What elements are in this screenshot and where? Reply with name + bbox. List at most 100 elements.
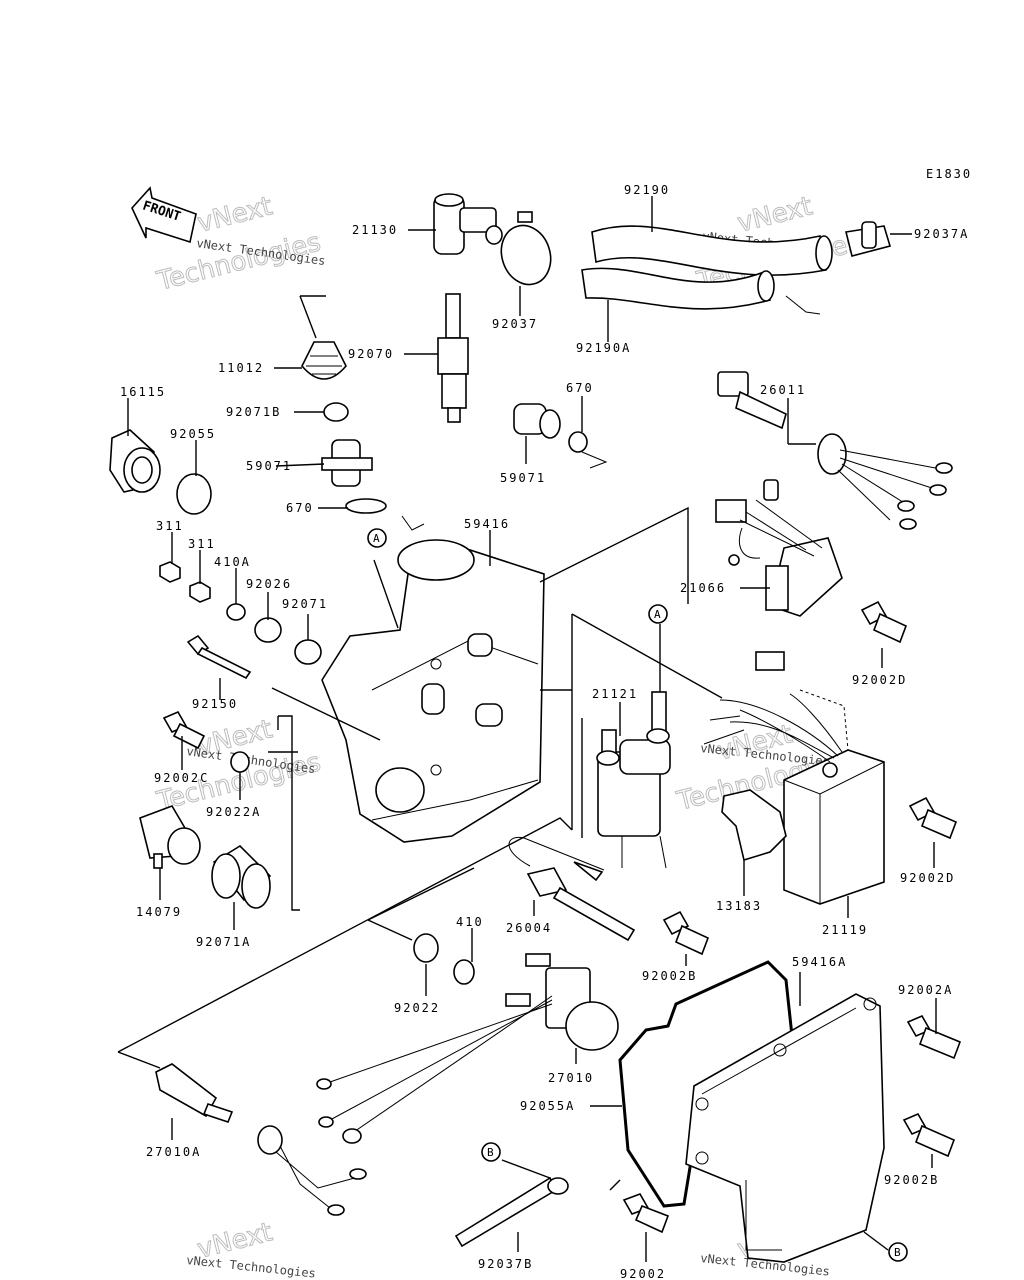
part-label: 92026: [246, 577, 292, 591]
diagram-code: E1830: [926, 167, 972, 181]
washer-410: [453, 959, 475, 985]
part-label: 670: [566, 381, 594, 395]
part-label: 92071: [282, 597, 328, 611]
part-label: 21066: [680, 581, 726, 595]
part-label: 92002B: [884, 1173, 939, 1187]
part-label: 26011: [760, 383, 806, 397]
part-label: 59071: [500, 471, 546, 485]
sender-27010A: [155, 1063, 367, 1216]
svg-text:vNext: vNext: [194, 191, 275, 238]
part-label: 14079: [136, 905, 182, 919]
part-label: 92071B: [226, 405, 281, 419]
part-label: 16115: [120, 385, 166, 399]
part-label: 21130: [352, 223, 398, 237]
part-label: 59071: [246, 459, 292, 473]
part-label: 92071A: [196, 935, 251, 949]
part-label: 92055: [170, 427, 216, 441]
callout-b-right: B: [888, 1242, 908, 1262]
callout-a-left: A: [367, 528, 387, 548]
spark-plug-cap-21130: [433, 193, 503, 255]
washer-410A: [226, 603, 246, 621]
fitting-16115: [109, 429, 161, 493]
bolt-92002: [622, 1193, 670, 1234]
sensor-26004: [508, 836, 636, 942]
cover-14079: [139, 805, 201, 869]
clamp-92037: [500, 211, 552, 286]
callout-a-right: A: [648, 604, 668, 624]
part-label: 92037A: [914, 227, 969, 241]
part-labels: 21130 92037 92190 92190A 92037A 11012 92…: [120, 183, 969, 1280]
fitting-59071-right: [513, 403, 561, 439]
cdi-unit-21119: [703, 651, 885, 905]
sensor-26011: [717, 371, 953, 530]
tie-92037B: [454, 1176, 569, 1248]
cap-92071B: [323, 402, 349, 422]
part-label: 311: [156, 519, 184, 533]
part-label: 13183: [716, 899, 762, 913]
part-label: 11012: [218, 361, 264, 375]
regulator-21066: [715, 479, 843, 617]
o-ring-670-left: [345, 498, 387, 514]
hose-92190A: [581, 267, 775, 310]
bolt-92150: [186, 634, 252, 680]
bolt-92002D-lower: [908, 796, 958, 840]
bolt-92002C: [162, 710, 206, 750]
breather-11012: [301, 341, 347, 380]
bolt-92002B-upper: [662, 910, 710, 956]
clip-92037A: [845, 221, 892, 257]
leader-lines: [127, 196, 937, 1262]
fitting-59071-left: [321, 439, 373, 487]
bolt-92002A: [906, 1014, 962, 1060]
ignition-coil-21121: [596, 691, 671, 869]
part-label: 21121: [592, 687, 638, 701]
spark-plug-92070: [437, 293, 469, 423]
part-label: 92190: [624, 183, 670, 197]
front-arrow-icon: FRONT: [131, 186, 197, 244]
hose-92190: [591, 225, 833, 276]
part-label: 92002D: [900, 871, 955, 885]
svg-text:A: A: [654, 608, 661, 621]
part-label: 59416: [464, 517, 510, 531]
svg-text:B: B: [487, 1146, 494, 1159]
part-label: 92150: [192, 697, 238, 711]
part-label: 311: [188, 537, 216, 551]
bracket-13183: [721, 789, 787, 862]
part-label: 92037B: [478, 1257, 533, 1271]
housing-59416: [321, 539, 545, 843]
sleeve-92071A: [211, 844, 272, 909]
svg-text:vNext Technologies: vNext Technologies: [186, 1253, 317, 1280]
washer-92022A: [230, 751, 250, 773]
watermark-bottom-left: vNext vNext Technologies: [186, 1217, 317, 1280]
part-label: 92002C: [154, 771, 209, 785]
part-label: 410: [456, 915, 484, 929]
part-label: 92055A: [520, 1099, 575, 1113]
cover-59416A: [685, 993, 885, 1263]
part-label: 21119: [822, 923, 868, 937]
nut-311-left: [159, 561, 181, 583]
switch-27010: [316, 953, 619, 1144]
bolt-92002B-lower: [902, 1112, 956, 1158]
bolt-92002D-upper: [860, 600, 908, 644]
part-label: 92070: [348, 347, 394, 361]
callout-b-left: B: [481, 1142, 501, 1162]
washer-92022: [413, 933, 439, 963]
grommet-92071: [294, 639, 322, 665]
part-label: 92037: [492, 317, 538, 331]
part-label: 27010: [548, 1071, 594, 1085]
part-label: 59416A: [792, 955, 847, 969]
part-label: 92002D: [852, 673, 907, 687]
grommet-92026: [254, 617, 282, 643]
svg-text:vNext: vNext: [734, 191, 815, 238]
gasket-92055A: [618, 960, 794, 1208]
part-label: 92002B: [642, 969, 697, 983]
nut-311-right: [189, 581, 211, 603]
part-label: 92002: [620, 1267, 666, 1280]
part-label: 27010A: [146, 1145, 201, 1159]
part-label: 670: [286, 501, 314, 515]
part-label: 92022A: [206, 805, 261, 819]
o-ring-670-right: [568, 431, 588, 453]
o-ring-92055: [176, 473, 212, 515]
svg-text:A: A: [373, 532, 380, 545]
svg-text:B: B: [894, 1246, 901, 1259]
part-label: 92022: [394, 1001, 440, 1015]
